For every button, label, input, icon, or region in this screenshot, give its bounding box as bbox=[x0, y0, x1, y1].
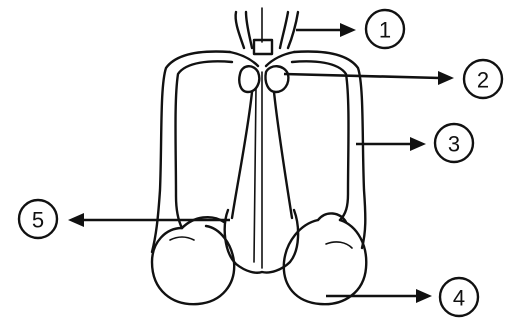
callout-4: 4 bbox=[440, 278, 478, 316]
upper-gland bbox=[239, 66, 288, 92]
arrowhead-3 bbox=[410, 137, 426, 151]
callout-2-label: 2 bbox=[477, 68, 489, 93]
callout-4-label: 4 bbox=[453, 286, 465, 311]
arrow-2 bbox=[284, 74, 440, 78]
central-column bbox=[232, 72, 292, 268]
callout-1: 1 bbox=[366, 10, 404, 48]
callout-5-label: 5 bbox=[32, 208, 44, 233]
callout-arrows bbox=[68, 23, 454, 303]
callout-labels: 1 2 3 4 5 bbox=[19, 10, 502, 316]
arrowhead-1 bbox=[340, 23, 356, 37]
right-lower-lobe bbox=[284, 213, 366, 304]
arrowhead-5 bbox=[68, 213, 84, 227]
callout-3: 3 bbox=[435, 124, 473, 162]
callout-2: 2 bbox=[464, 60, 502, 98]
arrowhead-2 bbox=[438, 71, 454, 85]
callout-3-label: 3 bbox=[448, 132, 460, 157]
arrowhead-4 bbox=[416, 289, 432, 303]
left-lower-lobe bbox=[152, 217, 234, 304]
top-ducts bbox=[236, 8, 298, 54]
callout-5: 5 bbox=[19, 200, 57, 238]
callout-1-label: 1 bbox=[379, 18, 391, 43]
